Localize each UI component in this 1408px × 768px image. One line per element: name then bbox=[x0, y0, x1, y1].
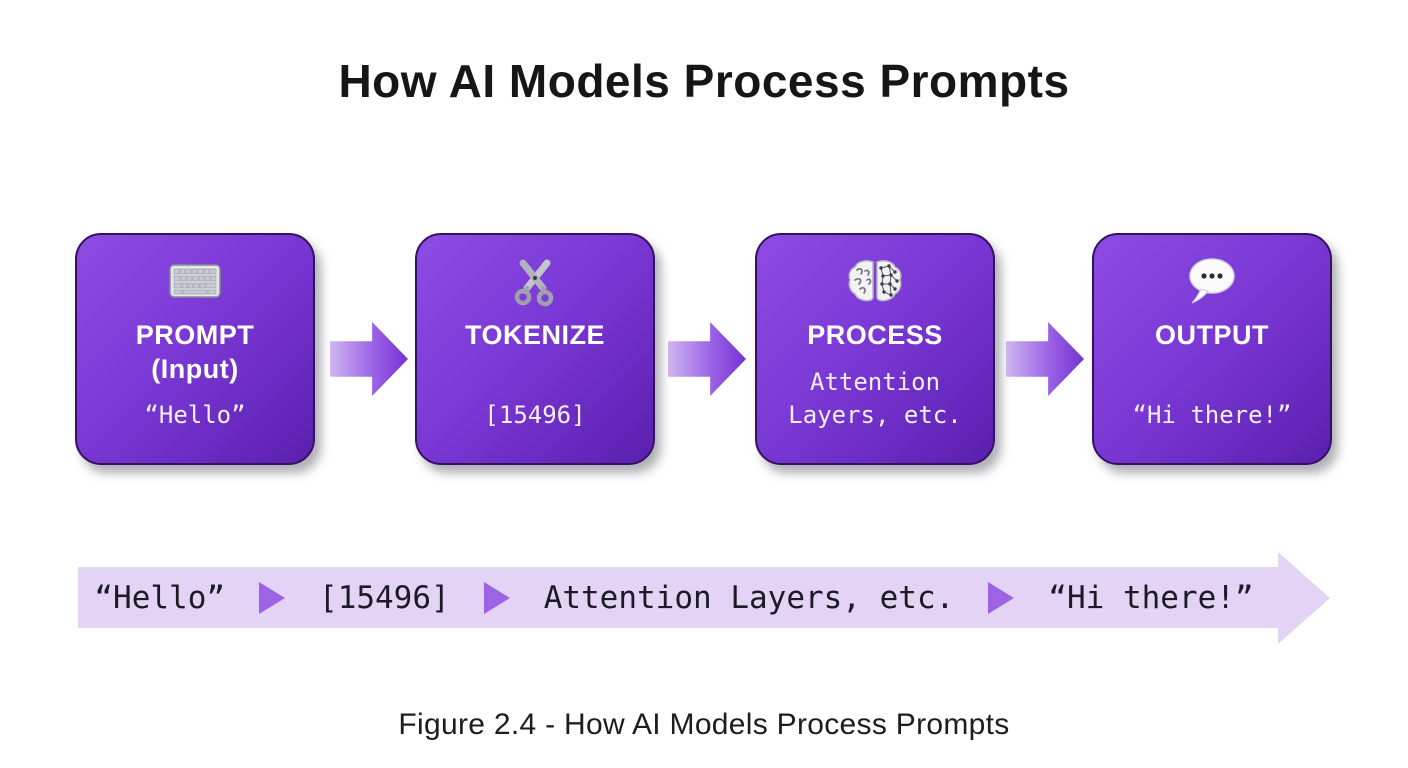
connector-arrow-icon bbox=[1006, 322, 1084, 396]
step-label: OUTPUT bbox=[1155, 320, 1269, 350]
connector-arrow-icon bbox=[668, 322, 746, 396]
diagram-title: How AI Models Process Prompts bbox=[338, 55, 1070, 107]
step-label: TOKENIZE bbox=[464, 320, 605, 350]
keyboard-icon bbox=[169, 255, 221, 307]
brain-icon bbox=[847, 255, 903, 307]
step-box-tokenize: TOKENIZE [15496] bbox=[415, 233, 655, 465]
flow-item: Attention Layers, etc. bbox=[543, 580, 955, 616]
flow-arrow-icon bbox=[259, 582, 286, 614]
speech-balloon-icon bbox=[1185, 255, 1239, 307]
step-box-output: OUTPUT “Hi there!” bbox=[1092, 233, 1332, 465]
step-sublabel: (Input) bbox=[151, 353, 239, 384]
flow-arrow-icon bbox=[988, 582, 1015, 614]
step-box-prompt: PROMPT (Input) “Hello” bbox=[75, 233, 315, 465]
flow-item: “Hi there!” bbox=[1048, 580, 1254, 616]
flow-arrow-icon bbox=[483, 582, 510, 614]
step-label: PROMPT bbox=[135, 320, 255, 350]
flow-item: [15496] bbox=[319, 580, 450, 616]
flow-bar: “Hello” [15496] Attention Layers, etc. “… bbox=[78, 552, 1330, 644]
step-value: [15496] bbox=[484, 400, 586, 429]
step-value: “Hi there!” bbox=[1132, 400, 1292, 429]
connector-arrow-icon bbox=[330, 322, 408, 396]
figure-caption: Figure 2.4 - How AI Models Process Promp… bbox=[398, 708, 1010, 741]
flow-item: “Hello” bbox=[94, 580, 226, 616]
scissors-icon bbox=[508, 255, 562, 307]
step-box-process: PROCESS Attention Layers, etc. bbox=[755, 233, 995, 465]
step-value: “Hello” bbox=[144, 400, 246, 429]
step-label: PROCESS bbox=[807, 320, 943, 350]
step-value: Attention Layers, etc. bbox=[788, 368, 962, 429]
